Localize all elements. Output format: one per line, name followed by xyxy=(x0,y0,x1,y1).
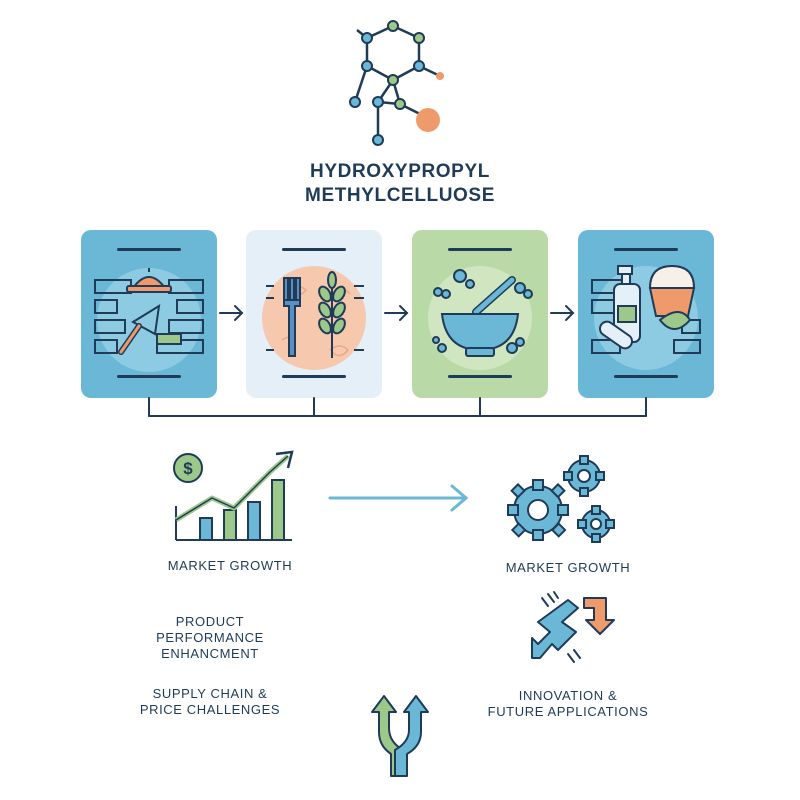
panel-personal-care xyxy=(578,230,714,398)
product-performance-line-1: PRODUCT xyxy=(175,614,245,629)
market-growth-label-right: MARKET GROWTH xyxy=(505,560,631,575)
arrow-head-1 xyxy=(234,305,244,321)
gears-icon xyxy=(507,455,615,543)
market-growth-chart-icon: $ xyxy=(173,450,294,541)
supply-chain-label: SUPPLY CHAIN & PRICE CHALLENGES xyxy=(130,686,290,718)
panel-header-bar xyxy=(117,248,181,251)
innovation-line-1: INNOVATION & xyxy=(518,688,618,703)
page-title: HYDROXYPROPYL METHYLCELLUOSE xyxy=(200,160,600,208)
panel-footer-bar xyxy=(448,375,512,378)
title-line-2: METHYLCELLUOSE xyxy=(305,185,495,206)
supply-chain-line-2: PRICE CHALLENGES xyxy=(139,702,281,717)
innovation-label: INNOVATION & FUTURE APPLICATIONS xyxy=(468,688,668,720)
product-performance-line-3: ENHANCMENT xyxy=(161,646,259,661)
molecule-icon xyxy=(349,20,444,146)
food-fork-wheat-icon xyxy=(262,266,366,370)
arrow-head-2 xyxy=(399,305,409,321)
panel-header-bar xyxy=(614,248,678,251)
panel-footer-bar xyxy=(282,375,346,378)
title-line-1: HYDROXYPROPYL xyxy=(310,161,490,182)
svg-text:$: $ xyxy=(183,459,193,478)
panel-construction xyxy=(81,230,217,398)
volatility-arrows-icon xyxy=(531,591,615,663)
arrow-head-3 xyxy=(565,305,575,321)
product-performance-label: PRODUCT PERFORMANCE ENHANCMENT xyxy=(130,614,290,662)
arrow-long-head xyxy=(450,484,469,512)
panel-header-bar xyxy=(282,248,346,251)
panel-pharma xyxy=(412,230,548,398)
product-performance-line-2: PERFORMANCE xyxy=(156,630,264,645)
construction-trowel-icon xyxy=(94,268,204,372)
panel-footer-bar xyxy=(614,375,678,378)
panel-header-bar xyxy=(448,248,512,251)
merging-arrows-icon xyxy=(371,695,429,777)
panel-footer-bar xyxy=(117,375,181,378)
innovation-line-2: FUTURE APPLICATIONS xyxy=(487,704,649,719)
pharma-mortar-pestle-icon xyxy=(428,266,533,370)
market-growth-label-left: MARKET GROWTH xyxy=(167,558,293,573)
personal-care-bottle-icon xyxy=(591,264,701,370)
supply-chain-line-1: SUPPLY CHAIN & xyxy=(152,686,268,701)
panel-food xyxy=(246,230,382,398)
